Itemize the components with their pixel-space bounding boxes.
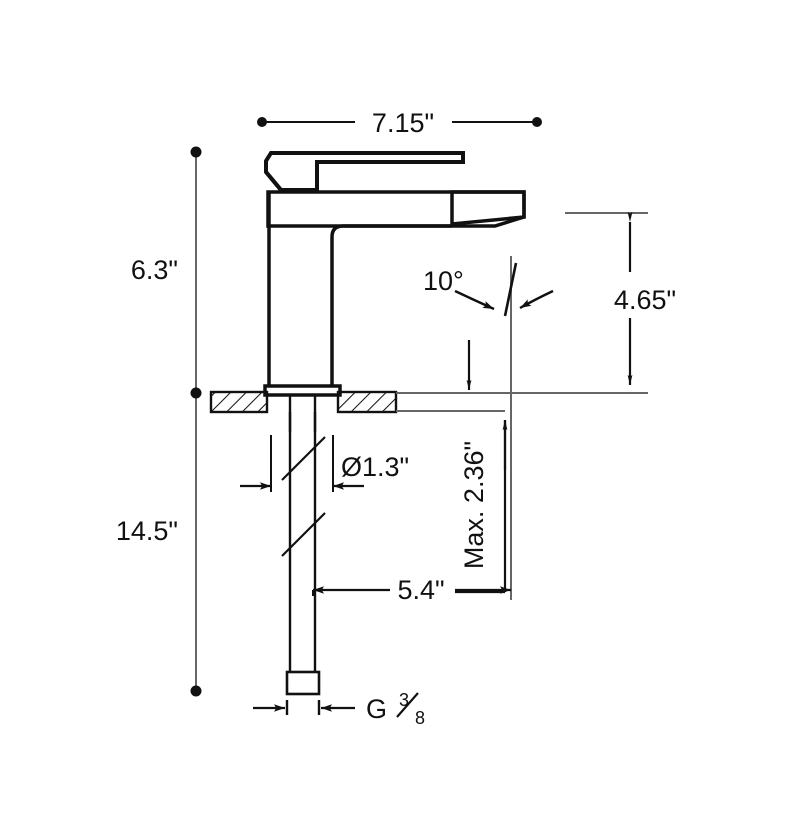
thread-fraction-denominator: 8 [415, 708, 425, 728]
dim-label-total-length: 14.5" [116, 516, 178, 546]
break-line-upper [281, 436, 326, 481]
angle-arrow-left [454, 289, 495, 311]
dimension-overall-width: 7.15" [257, 108, 542, 138]
spout-tip-block [450, 190, 526, 226]
dim-label-thread-prefix: G [366, 694, 387, 724]
angle-leader-slant-line [503, 262, 518, 317]
dim-label-spout-reach: 5.4" [397, 575, 444, 605]
deck-hatch-right [336, 390, 398, 414]
dimension-max-deck-thickness: Max. 2.36" [455, 420, 508, 594]
dim-label-height-above-deck: 6.3" [131, 255, 178, 285]
dimension-spout-angle: 10° [423, 262, 554, 317]
thread-fraction-numerator: 3 [399, 690, 409, 710]
dim-label-overall-width: 7.15" [372, 108, 434, 138]
dim-dot-left [257, 117, 267, 127]
faucet-body-outline [263, 151, 526, 432]
deck-reference-lines [396, 256, 648, 600]
faucet-column-inner-wall [330, 224, 452, 386]
dim-dot-bottom [190, 685, 202, 697]
dimension-hole-diameter: Ø1.3" [240, 435, 409, 492]
dimension-spout-height: 4.65" [565, 212, 676, 385]
thread-end-fitting [285, 670, 321, 696]
dim-dot-deck-level [190, 387, 202, 399]
dim-label-max-deck-thickness: Max. 2.36" [459, 441, 489, 569]
dimension-spout-reach: 5.4" [312, 575, 511, 605]
angle-arrow-right [519, 289, 554, 310]
thread-fraction-slash [396, 692, 419, 718]
dim-label-hole-diameter: Ø1.3" [341, 452, 409, 482]
dim-label-spout-height: 4.65" [614, 285, 676, 315]
faucet-base-plate [263, 384, 342, 397]
dim-dot-right [532, 117, 542, 127]
break-line-lower [281, 512, 326, 557]
supply-tube [281, 412, 326, 696]
deck-hatch-left [209, 390, 269, 414]
countertop-deck-section [209, 390, 398, 414]
dim-label-spout-angle: 10° [423, 266, 464, 296]
handle-chamfer-edge [264, 170, 317, 192]
faucet-handle-lever [264, 151, 465, 192]
dimension-left-vertical-axis: 6.3" 14.5" [116, 146, 202, 697]
dimension-thread-size: G 3 8 [253, 690, 425, 728]
dim-dot-top [190, 146, 202, 158]
